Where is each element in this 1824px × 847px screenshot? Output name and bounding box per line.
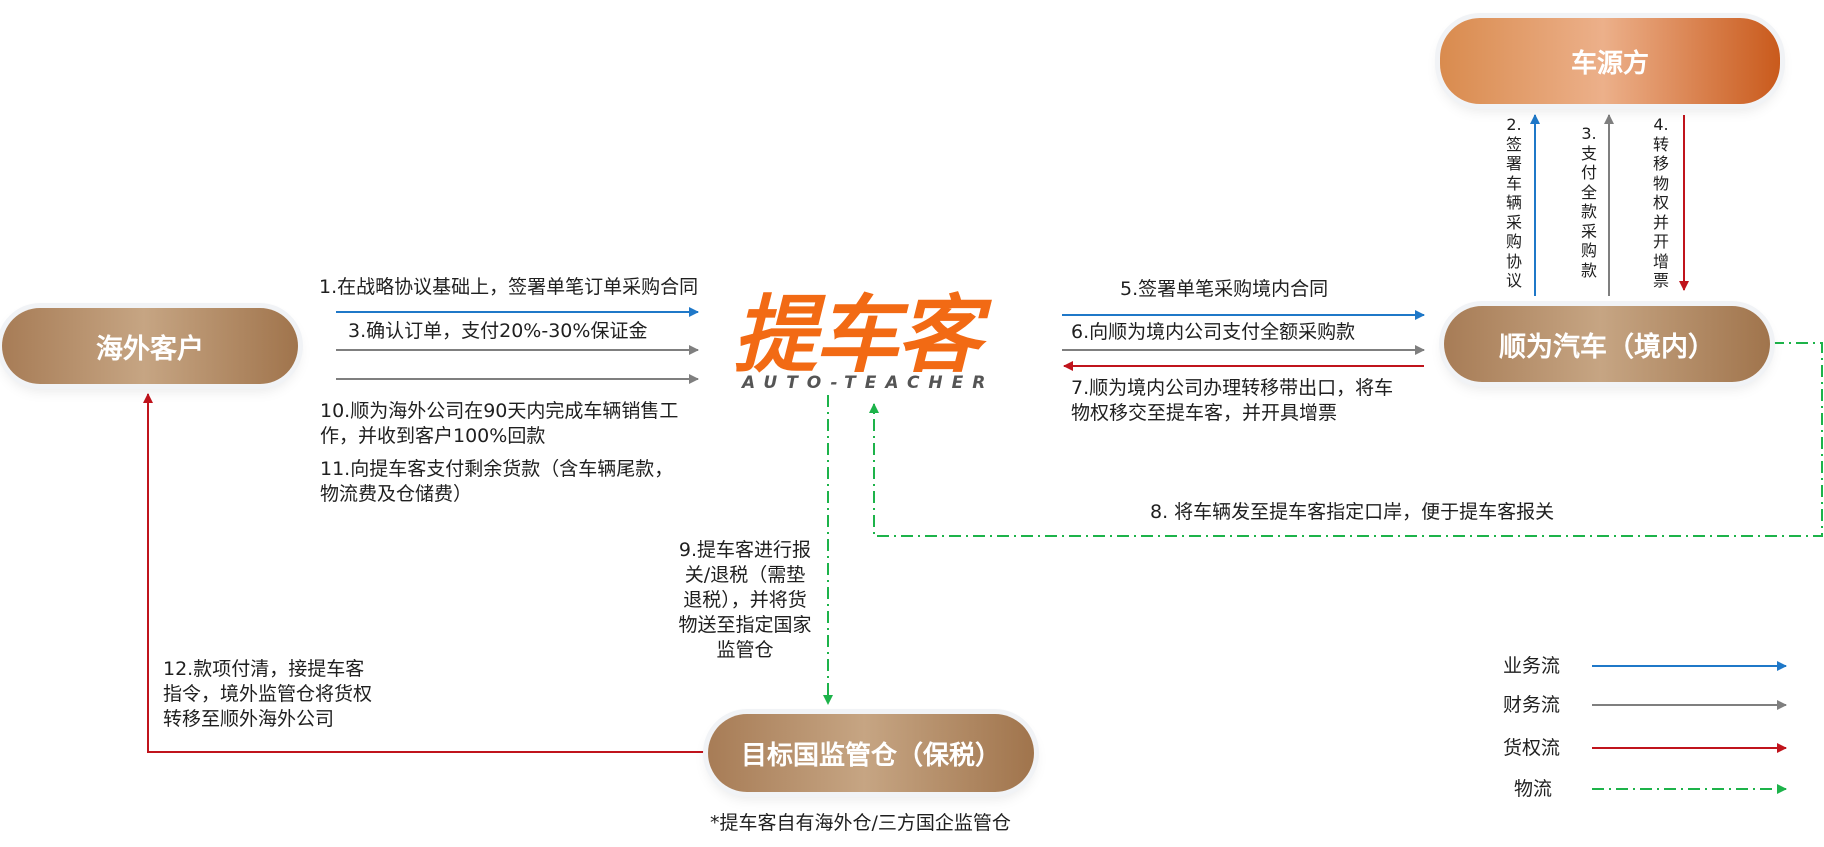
node-vehicle-source: 车源方: [1440, 18, 1780, 104]
node-overseas-customer-label: 海外客户: [96, 333, 204, 365]
step-9-label-line-5: 监管仓: [716, 639, 774, 661]
step-9-label-line-2: 关/退税（需垫: [684, 564, 806, 586]
step-1-label: 1.在战略协议基础上，签署单笔订单采购合同: [319, 276, 699, 298]
step-11-label-line-2: 物流费及仓储费）: [320, 483, 473, 505]
step-9-label-line-3: 退税），并将货: [683, 589, 807, 611]
legend-label-ownership: 货权流: [1503, 737, 1561, 759]
step-8-label: 8. 将车辆发至提车客指定口岸，便于提车客报关: [1150, 501, 1555, 523]
step-6-label: 6.向顺为境内公司支付全额采购款: [1071, 321, 1356, 343]
step-10-label-line-2: 作，并收到客户100%回款: [320, 425, 546, 447]
step-11-label-line-1: 11.向提车客支付剩余货款（含车辆尾款，: [320, 458, 674, 480]
step-12-label-line-2: 指令，境外监管仓将货权: [163, 683, 373, 705]
legend-label-logistics: 物流: [1514, 778, 1553, 800]
step-3-label: 3.支付全款采购款: [1580, 124, 1597, 280]
logo-en: AUTO-TEACHER: [742, 373, 995, 393]
step-12-label-line-3: 转移至顺外海外公司: [163, 708, 335, 730]
node-target-warehouse: 目标国监管仓（保税）: [708, 714, 1034, 792]
node-vehicle-source-label: 车源方: [1570, 48, 1649, 79]
step-2-label: 2.签署车辆采购协议: [1505, 115, 1522, 290]
step-7-label-line-1: 7.顺为境内公司办理转移带出口，将车: [1071, 377, 1394, 399]
step-12-label-line-1: 12.款项付清，接提车客: [163, 658, 365, 680]
step-4-label: 4.转移物权并开增票: [1652, 115, 1669, 290]
legend-label-business: 业务流: [1503, 655, 1561, 677]
step-9-label-line-4: 物送至指定国家: [678, 614, 812, 636]
node-shunwei-domestic-label: 顺为汽车（境内）: [1499, 331, 1715, 363]
node-target-warehouse-label: 目标国监管仓（保税）: [740, 740, 1001, 771]
step-10-label-line-1: 10.顺为海外公司在90天内完成车辆销售工: [320, 400, 679, 422]
node-shunwei-domestic: 顺为汽车（境内）: [1444, 306, 1770, 382]
logo-cn: 提车客: [733, 286, 981, 384]
step-5-label: 5.签署单笔采购境内合同: [1120, 278, 1329, 300]
footnote: *提车客自有海外仓/三方国企监管仓: [710, 812, 1011, 834]
step-9-label-line-1: 9.提车客进行报: [678, 539, 812, 561]
arrow-step-12: [143, 393, 708, 753]
step-7-label-line-2: 物权移交至提车客，并开具增票: [1071, 402, 1338, 424]
arrow-step-8: [869, 342, 1823, 537]
step-3b-label: 3.确认订单，支付20%-30%保证金: [348, 320, 648, 342]
node-overseas-customer: 海外客户: [2, 308, 298, 384]
legend-label-finance: 财务流: [1503, 694, 1561, 716]
